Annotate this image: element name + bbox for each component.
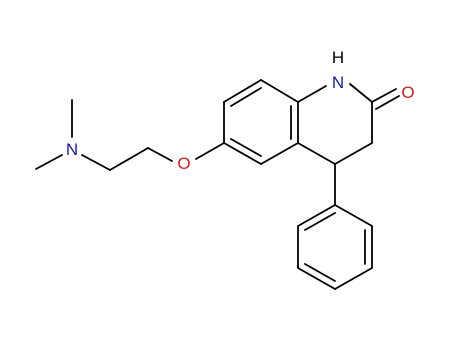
bond-ch2-ch2 (109, 147, 149, 171)
bond-ring-5 (260, 142, 299, 165)
bond-ph-6-inner (304, 212, 336, 231)
bond-ring-6-inner (230, 138, 262, 157)
bond-ring-2 (223, 79, 262, 103)
bond-carbonyl-2 (375, 95, 400, 110)
bond-nh-co (349, 83, 373, 103)
bond-ph-1 (334, 204, 373, 227)
atom-o-carbonyl: O (401, 83, 414, 102)
bond-o-ring (195, 142, 225, 160)
bond-ph-3 (334, 267, 373, 290)
bond-methyl-left (35, 154, 63, 170)
bond-n-ch2 (81, 154, 111, 171)
bond-ch2-o (147, 147, 173, 162)
bond-ph-4-inner (304, 263, 336, 282)
atom-h-amide: H (332, 48, 344, 67)
atom-o-ether: O (177, 154, 190, 173)
bond-ch-ring (297, 142, 336, 165)
bond-ring-6 (223, 142, 262, 165)
atom-n-amine: N (66, 140, 78, 159)
bond-ring-3 (260, 79, 299, 103)
bond-ring-2-inner (230, 87, 262, 107)
bond-carbonyl-1 (371, 88, 397, 103)
bond-ring-nh (297, 85, 327, 103)
bond-ph-6 (297, 204, 336, 227)
bond-ph-4 (297, 267, 336, 290)
bond-ch2-ch (334, 142, 373, 165)
atom-n-amide: N (332, 73, 344, 92)
